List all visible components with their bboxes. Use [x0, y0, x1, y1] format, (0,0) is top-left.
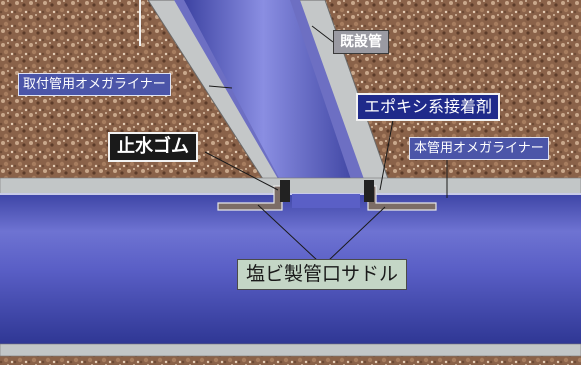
branch-pipe-interior [184, 0, 360, 206]
label-branch-omega-liner: 取付管用オメガライナー [18, 73, 171, 96]
label-pvc-saddle: 塩ビ製管口サドル [237, 259, 408, 290]
label-epoxy-adhesive: エポキシ系接着剤 [356, 93, 501, 121]
saddle-right [367, 185, 437, 211]
junction-opening [292, 194, 360, 208]
water-stop-rubber-left [280, 180, 290, 202]
main-pipe-wall-bottom [0, 343, 581, 357]
label-main-omega-liner: 本管用オメガライナー [409, 137, 549, 160]
leader-lines [204, 25, 448, 262]
water-stop-rubber-right [364, 180, 374, 202]
label-existing-pipe: 既設管 [333, 30, 389, 54]
label-water-stop-rubber: 止水ゴム [108, 132, 198, 162]
